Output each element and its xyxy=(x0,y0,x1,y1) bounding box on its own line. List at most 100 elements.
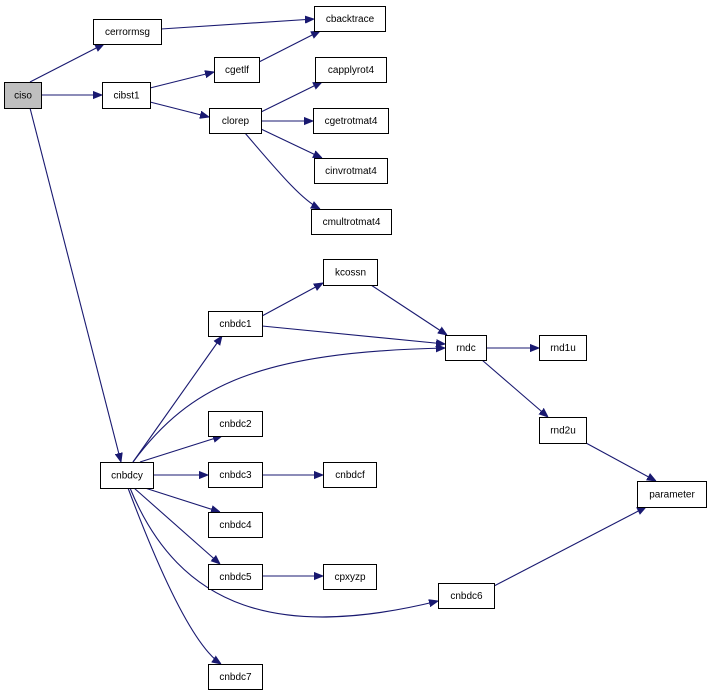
node-box[interactable] xyxy=(637,481,707,508)
node-box[interactable] xyxy=(209,108,262,134)
node-label: cgetlf xyxy=(225,65,249,76)
edge-cerrormsg-to-cbacktrace xyxy=(160,19,314,30)
node-label: cnbdc7 xyxy=(219,672,252,683)
node-parameter[interactable]: parameter xyxy=(637,481,707,508)
edge-cnbdc1-to-rndc xyxy=(261,325,445,344)
node-label: cgetrotmat4 xyxy=(325,116,378,127)
node-label: cmultrotmat4 xyxy=(323,217,381,228)
node-label: cibst1 xyxy=(113,91,140,102)
node-cnbdcy[interactable]: cnbdcy xyxy=(100,462,154,489)
node-cgetlf[interactable]: cgetlf xyxy=(214,57,260,83)
node-box[interactable] xyxy=(323,564,377,590)
node-box[interactable] xyxy=(539,335,587,361)
node-box[interactable] xyxy=(208,411,263,437)
node-capplyrot4[interactable]: capplyrot4 xyxy=(315,57,387,83)
node-box[interactable] xyxy=(315,57,387,83)
node-cbacktrace[interactable]: cbacktrace xyxy=(314,6,386,32)
edge-clorep-to-capplyrot4 xyxy=(260,82,322,113)
edge-cnbdcy-to-cnbdc5 xyxy=(133,487,220,564)
node-label: parameter xyxy=(649,490,695,501)
edge-cibst1-to-cgetlf xyxy=(149,72,214,89)
node-box[interactable] xyxy=(313,108,389,134)
edge-kcossn-to-rndc xyxy=(370,284,447,335)
node-cnbdc4[interactable]: cnbdc4 xyxy=(208,512,263,538)
node-box[interactable] xyxy=(438,583,495,609)
edge-cgetlf-to-cbacktrace xyxy=(258,31,320,63)
node-label: cnbdc3 xyxy=(219,470,252,481)
node-cgetrotmat4[interactable]: cgetrotmat4 xyxy=(313,108,389,134)
node-label: cbacktrace xyxy=(326,14,375,25)
node-box[interactable] xyxy=(208,512,263,538)
node-label: cnbdc1 xyxy=(219,319,252,330)
node-box[interactable] xyxy=(208,311,263,337)
edge-rndc-to-rnd2u xyxy=(481,359,548,417)
node-box[interactable] xyxy=(311,209,392,235)
node-cnbdc7[interactable]: cnbdc7 xyxy=(208,664,263,690)
node-box[interactable] xyxy=(323,462,377,488)
node-rndc[interactable]: rndc xyxy=(445,335,487,361)
node-label: cnbdcy xyxy=(111,471,143,482)
edge-cnbdcy-to-cnbdc6 xyxy=(129,487,438,618)
node-box[interactable] xyxy=(314,158,388,184)
node-cnbdc1[interactable]: cnbdc1 xyxy=(208,311,263,337)
edge-clorep-to-cinvrotmat4 xyxy=(260,128,322,158)
node-box[interactable] xyxy=(314,6,386,32)
node-box[interactable] xyxy=(539,417,587,444)
node-cmultrotmat4[interactable]: cmultrotmat4 xyxy=(311,209,392,235)
edge-cnbdcy-to-cnbdc2 xyxy=(139,436,222,463)
node-label: ciso xyxy=(14,91,32,102)
edge-cnbdc1-to-kcossn xyxy=(261,283,323,317)
edge-cnbdc6-to-parameter xyxy=(493,507,646,587)
node-cnbdc2[interactable]: cnbdc2 xyxy=(208,411,263,437)
node-label: cinvrotmat4 xyxy=(325,166,377,177)
edge-cnbdcy-to-cnbdc7 xyxy=(127,487,221,664)
node-label: cnbdc5 xyxy=(219,572,252,583)
node-box[interactable] xyxy=(208,664,263,690)
node-ciso[interactable]: ciso xyxy=(4,82,42,109)
node-box[interactable] xyxy=(323,259,378,286)
node-label: capplyrot4 xyxy=(328,65,375,76)
node-box[interactable] xyxy=(208,462,263,488)
node-box[interactable] xyxy=(100,462,154,489)
node-box[interactable] xyxy=(93,19,162,45)
node-label: kcossn xyxy=(335,268,366,279)
edge-ciso-to-cnbdcy xyxy=(29,107,121,462)
node-box[interactable] xyxy=(102,82,151,109)
node-cnbdc6[interactable]: cnbdc6 xyxy=(438,583,495,609)
node-label: cerrormsg xyxy=(105,27,150,38)
node-label: cnbdcf xyxy=(335,470,365,481)
node-rnd2u[interactable]: rnd2u xyxy=(539,417,587,444)
node-label: cpxyzp xyxy=(334,572,366,583)
node-label: rndc xyxy=(456,343,475,354)
node-cnbdc5[interactable]: cnbdc5 xyxy=(208,564,263,590)
node-cerrormsg[interactable]: cerrormsg xyxy=(93,19,162,45)
node-rnd1u[interactable]: rnd1u xyxy=(539,335,587,361)
node-kcossn[interactable]: kcossn xyxy=(323,259,378,286)
node-cinvrotmat4[interactable]: cinvrotmat4 xyxy=(314,158,388,184)
edge-clorep-to-cmultrotmat4 xyxy=(244,132,320,209)
edge-rnd2u-to-parameter xyxy=(585,442,656,481)
node-cpxyzp[interactable]: cpxyzp xyxy=(323,564,377,590)
edge-cnbdcy-to-rndc xyxy=(132,348,445,463)
node-label: clorep xyxy=(222,116,250,127)
node-box[interactable] xyxy=(208,564,263,590)
nodes-layer: ciso cerrormsg cbacktrace cibst1 cgetlf clore… xyxy=(4,6,707,690)
edges-layer xyxy=(29,19,656,664)
node-clorep[interactable]: clorep xyxy=(209,108,262,134)
node-label: cnbdc6 xyxy=(450,591,483,602)
node-box[interactable] xyxy=(214,57,260,83)
node-box[interactable] xyxy=(4,82,42,109)
node-cnbdcf[interactable]: cnbdcf xyxy=(323,462,377,488)
node-label: cnbdc4 xyxy=(219,520,252,531)
edge-cnbdcy-to-cnbdc4 xyxy=(144,487,220,512)
edge-cnbdcy-to-cnbdc1 xyxy=(132,336,222,463)
edge-cibst1-to-clorep xyxy=(149,101,209,117)
node-label: rnd1u xyxy=(550,343,576,354)
node-cibst1[interactable]: cibst1 xyxy=(102,82,151,109)
node-box[interactable] xyxy=(445,335,487,361)
node-label: cnbdc2 xyxy=(219,419,252,430)
node-label: rnd2u xyxy=(550,426,576,437)
node-cnbdc3[interactable]: cnbdc3 xyxy=(208,462,263,488)
edge-ciso-to-cerrormsg xyxy=(29,44,104,83)
